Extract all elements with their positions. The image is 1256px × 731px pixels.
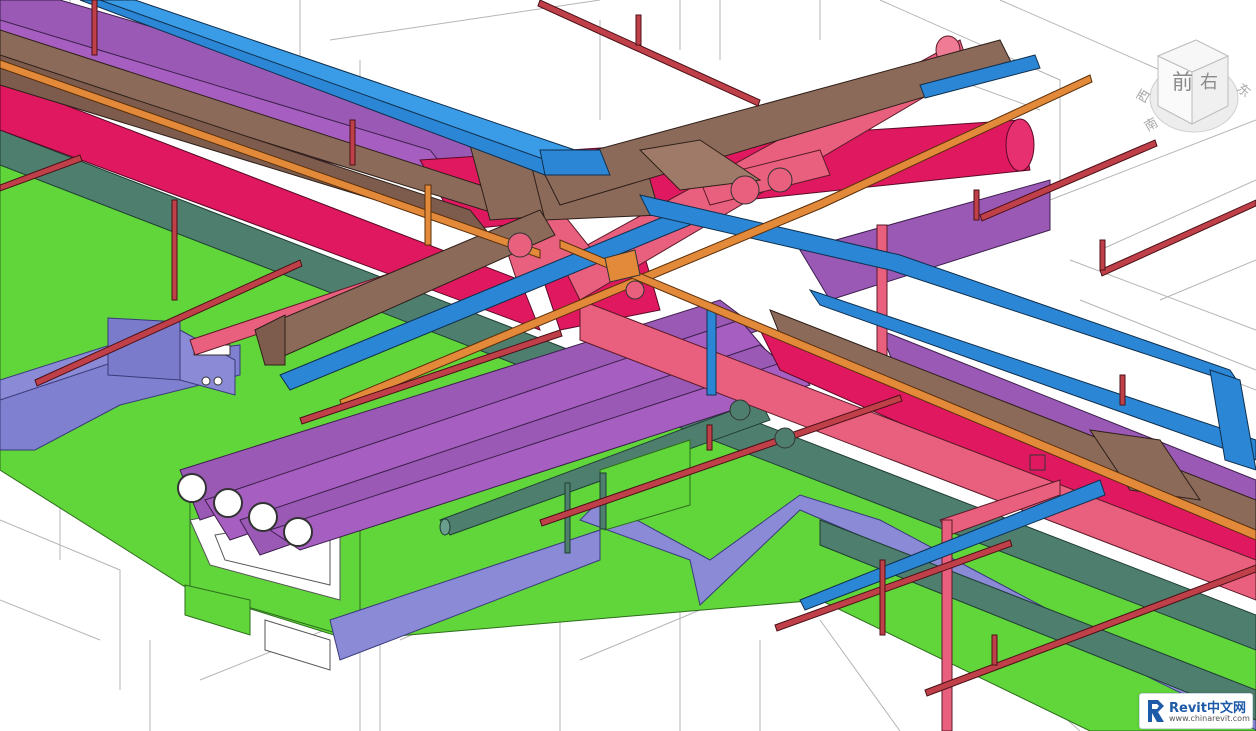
orange-pipes[interactable] — [0, 59, 1256, 541]
watermark-url: www.chinarevit.com — [1169, 714, 1250, 723]
viewcube-front-face[interactable]: 前 — [1172, 70, 1193, 94]
viewcube-graphic — [1149, 39, 1239, 133]
lavender-duct[interactable] — [0, 317, 1256, 731]
revit-logo-icon — [1148, 700, 1164, 722]
red-pipes[interactable] — [0, 0, 1256, 697]
watermark-title: Revit中文网 — [1169, 701, 1246, 716]
blue-pipes[interactable] — [79, 0, 1256, 611]
viewcube[interactable]: 前 右 西 南 东 — [1134, 28, 1254, 138]
viewcube-right-face[interactable]: 右 — [1200, 72, 1218, 93]
purple-pipe-ends — [177, 473, 313, 547]
revit-watermark: Revit中文网 www.chinarevit.com — [1139, 693, 1253, 729]
pipe-fittings — [507, 167, 1046, 471]
